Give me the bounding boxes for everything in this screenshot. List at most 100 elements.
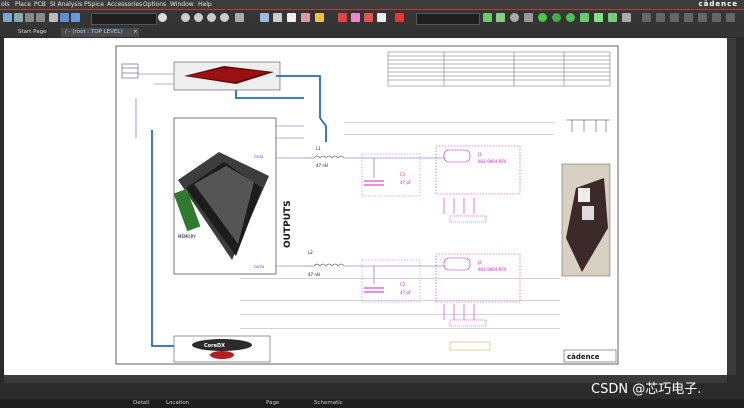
vertical-scrollbar[interactable] (727, 38, 736, 375)
coredx-logo-shape (192, 339, 252, 351)
cap-c1-value: 47 pF (400, 180, 412, 185)
menu-pcb[interactable]: PCB (34, 1, 46, 8)
session-log-panel (0, 383, 744, 399)
inductor-l1-value: 47 nH (316, 163, 328, 168)
tab-start-page[interactable]: Start Page (18, 29, 47, 35)
edit-sim-icon[interactable] (496, 13, 505, 22)
conn-j2-label: J2 (477, 260, 482, 265)
part-combo[interactable] (91, 13, 157, 25)
cross-ref-icon[interactable] (301, 13, 310, 22)
zoom-in-icon[interactable] (181, 13, 190, 22)
tool-extra-2-icon[interactable] (656, 13, 665, 22)
tool-extra-6-icon[interactable] (712, 13, 721, 22)
menu-window[interactable]: Window (170, 1, 194, 8)
memory-label: MEMORY (178, 234, 196, 239)
bom-icon[interactable] (287, 13, 296, 22)
run-icon[interactable] (510, 13, 519, 22)
memory-image (173, 152, 269, 260)
tool-extra-4-icon[interactable] (684, 13, 693, 22)
bias-w-icon[interactable] (622, 13, 631, 22)
input-connector-block (121, 63, 139, 79)
menu-bar: ols Place PCB SI Analysis PSpice Accesso… (0, 0, 744, 9)
schematic-canvas[interactable]: MEMORY OUTPUTS OUTA OUTB L1 47 (4, 38, 727, 375)
stop-icon[interactable] (524, 13, 533, 22)
paste-icon[interactable] (71, 13, 80, 22)
cadence-brand-logo: cādence (698, 0, 738, 8)
signal-wires (135, 73, 304, 267)
new-sim-icon[interactable] (483, 13, 492, 22)
print-icon[interactable] (14, 13, 23, 22)
zoom-all-icon[interactable] (220, 13, 229, 22)
cadence-title-logo-box (563, 349, 617, 363)
menu-accessories[interactable]: Accessories (107, 1, 143, 8)
outputs-label: OUTPUTS (283, 200, 293, 248)
tool-extra-5-icon[interactable] (698, 13, 707, 22)
channel-2-circuit (304, 263, 444, 284)
chip-image (173, 61, 281, 91)
title-note-box (449, 341, 491, 351)
horizontal-scrollbar[interactable] (4, 375, 727, 383)
menu-si-analysis[interactable]: SI Analysis (50, 1, 83, 8)
menu-pspice[interactable]: PSpice (84, 1, 104, 8)
profile-combo[interactable] (416, 13, 480, 25)
bus-wires (151, 75, 327, 347)
inductor-l1-label: L1 (316, 146, 321, 151)
watermark-text: CSDN @芯巧电子. (591, 382, 702, 397)
layout-icon[interactable] (351, 13, 360, 22)
open-icon[interactable] (3, 13, 12, 22)
tool-extra-1-icon[interactable] (642, 13, 651, 22)
inductor-l2-value: 47 nH (308, 272, 320, 277)
redo-icon[interactable] (36, 13, 45, 22)
help-icon[interactable] (377, 13, 386, 22)
diff-marker-icon[interactable] (580, 13, 589, 22)
menu-tools[interactable]: ols (1, 1, 10, 8)
conn-j1-part: 901-9894-RFX (478, 159, 507, 164)
zoom-out-icon[interactable] (194, 13, 203, 22)
undo-icon[interactable] (25, 13, 34, 22)
cap-c1-label: C1 (400, 172, 406, 177)
pin-outb-label: OUTB (254, 265, 264, 269)
status-schematic: Schematic (314, 400, 343, 406)
current-marker-icon[interactable] (552, 13, 561, 22)
status-page: Page (266, 400, 280, 406)
cap-c2-value: 47 pF (400, 290, 412, 295)
cut-icon[interactable] (49, 13, 58, 22)
toolbar (0, 10, 744, 27)
design-rules-icon[interactable] (260, 13, 269, 22)
title-accent-line (0, 9, 744, 10)
board-photo (561, 163, 611, 277)
status-bar: Detail Location Page Schematic (0, 399, 744, 408)
pcb-editor-icon[interactable] (338, 13, 347, 22)
annotate-icon[interactable] (235, 13, 244, 22)
power-marker-icon[interactable] (566, 13, 575, 22)
channel-1-circuit (304, 155, 444, 178)
menu-place[interactable]: Place (15, 1, 31, 8)
zoom-area-icon[interactable] (207, 13, 216, 22)
search-icon[interactable] (158, 13, 167, 22)
tool-extra-3-icon[interactable] (670, 13, 679, 22)
capacitor-c2 (361, 259, 421, 303)
coredx-logo-text: CoreDX (204, 343, 225, 349)
conn-j1-label: J1 (477, 152, 482, 157)
tab-root-schematic[interactable]: / - (root : TOP LEVEL) (61, 28, 139, 37)
cap-c2-label: C2 (400, 282, 406, 287)
ground-symbols (566, 119, 610, 132)
voltage-marker-icon[interactable] (538, 13, 547, 22)
dot-grid (240, 122, 560, 329)
menu-help[interactable]: Help (198, 1, 212, 8)
library-icon[interactable] (364, 13, 373, 22)
bias-i-icon[interactable] (608, 13, 617, 22)
cart-icon[interactable] (315, 13, 324, 22)
conn-j2-part: 901-9894-RFX (478, 267, 507, 272)
menu-options[interactable]: Options (143, 1, 167, 8)
status-detail: Detail (133, 400, 150, 406)
netlist-icon[interactable] (273, 13, 282, 22)
status-location: Location (166, 400, 190, 406)
copy-icon[interactable] (60, 13, 69, 22)
document-tabs: Start Page / - (root : TOP LEVEL) × (0, 27, 744, 37)
close-doc-icon[interactable] (395, 13, 404, 22)
tool-extra-7-icon[interactable] (726, 13, 735, 22)
bias-v-icon[interactable] (594, 13, 603, 22)
pin-outa-label: OUTA (254, 155, 264, 159)
tab-close-icon[interactable]: × (133, 29, 138, 35)
